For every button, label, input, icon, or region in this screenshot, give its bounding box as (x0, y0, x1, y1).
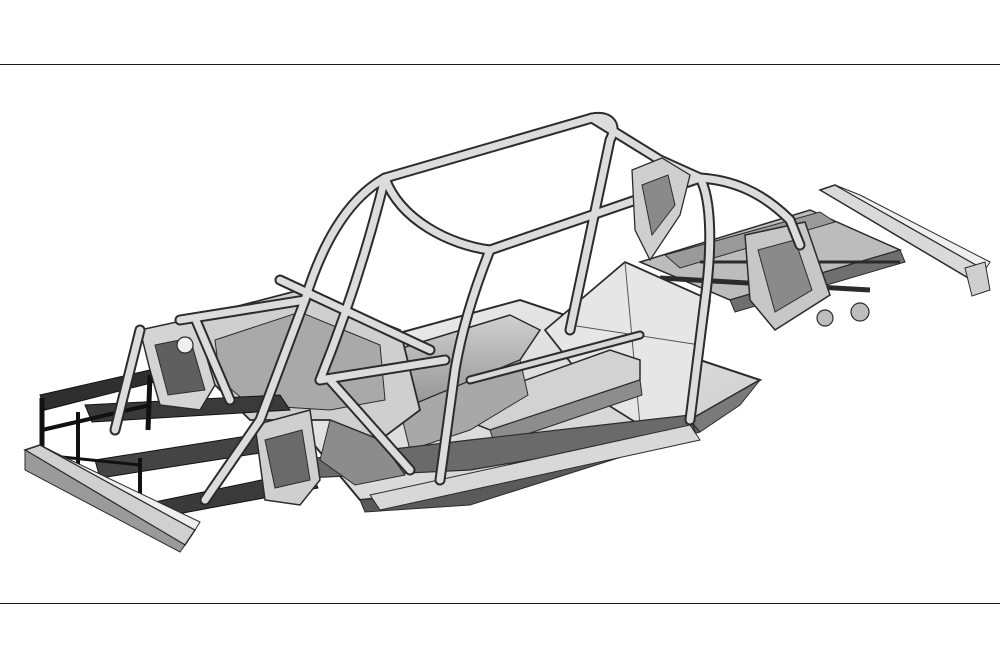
rear-strut-tower (744, 221, 870, 331)
seat-panel (464, 260, 711, 446)
harness-bar (465, 330, 645, 385)
rear-bumper-beam (818, 184, 991, 297)
top-rule (0, 64, 1000, 65)
bottom-rule (0, 603, 1000, 604)
front-bumper-beam (23, 444, 201, 553)
main-hoop-gusset (631, 157, 691, 262)
front-strut-tower (139, 317, 321, 506)
